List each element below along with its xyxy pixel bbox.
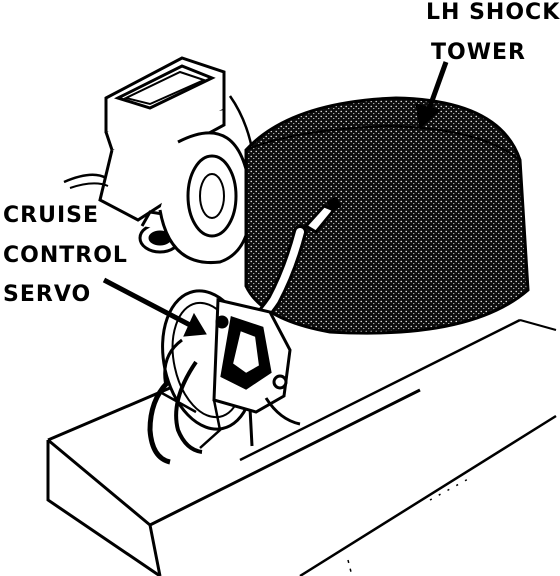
master-cylinder bbox=[63, 56, 258, 265]
shock-tower-label-line-2: TOWER bbox=[431, 40, 526, 65]
servo-label-line-2: CONTROL bbox=[3, 243, 128, 268]
servo-label-line-3: SERVO bbox=[3, 282, 92, 307]
servo-label-line-1: CRUISE bbox=[3, 203, 100, 228]
shock-tower-arrowhead bbox=[415, 103, 442, 129]
lh-shock-tower bbox=[244, 96, 530, 335]
shock-tower-label-line-1: LH SHOCK bbox=[426, 0, 560, 25]
fender-panel bbox=[46, 318, 557, 576]
leader-arrows bbox=[102, 61, 449, 337]
servo-arrowhead bbox=[183, 312, 207, 337]
